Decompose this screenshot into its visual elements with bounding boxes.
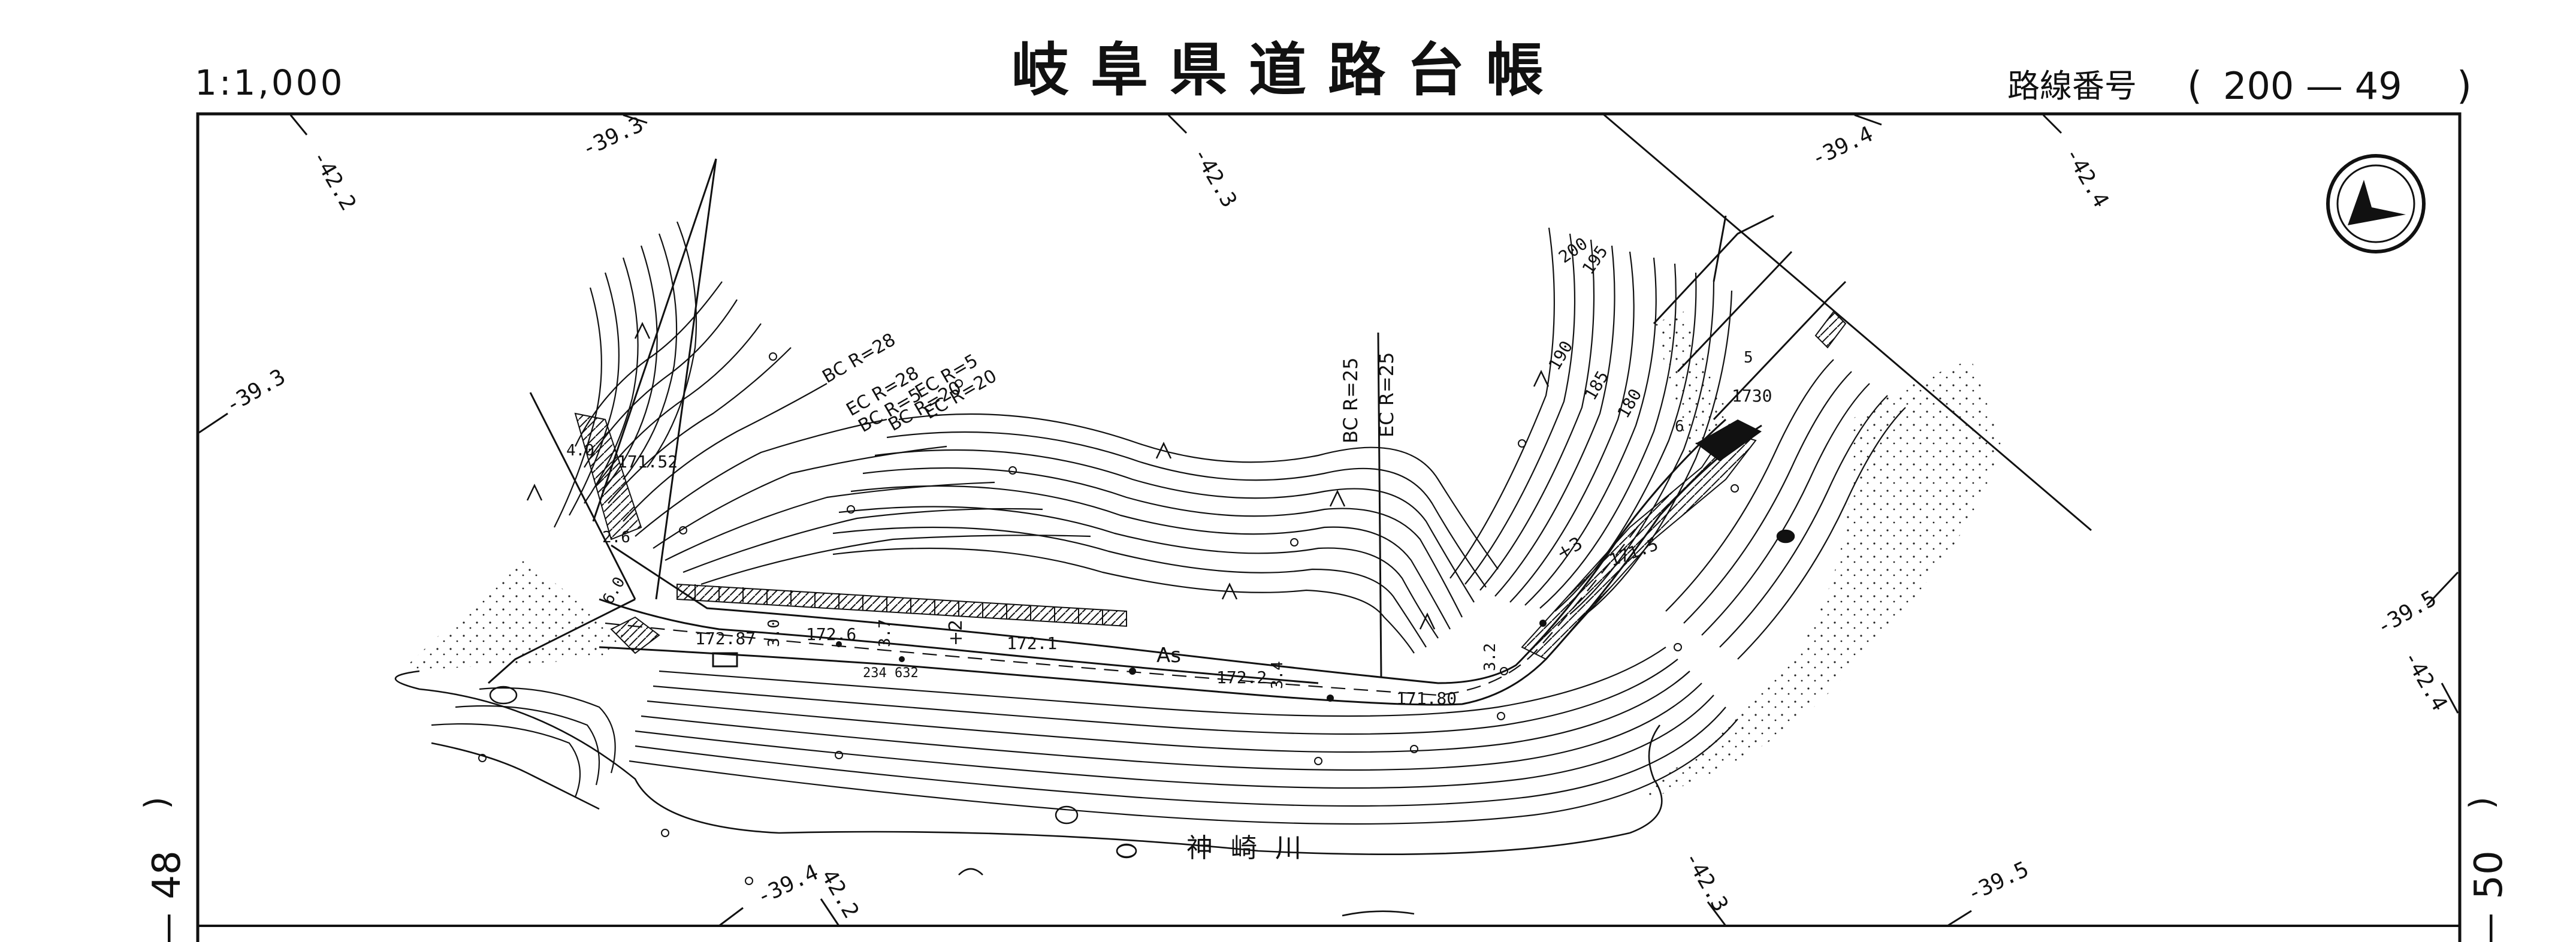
grid-label-bottom-3: -42.3	[1679, 847, 1733, 916]
left-wall-base	[610, 616, 660, 654]
contour-lines-right-hill	[1449, 227, 1733, 618]
right-sheet-paren: )	[2463, 796, 2500, 809]
right-sheet-dash: —	[2467, 913, 2511, 942]
left-sheet-paren: )	[138, 796, 176, 809]
river-rock	[1116, 844, 1137, 858]
dimension-5: 5	[1744, 349, 1753, 367]
elevation-172-87: 172.87	[695, 629, 756, 648]
north-arrow-icon	[2326, 154, 2426, 253]
gravel-area-upper	[1654, 312, 1738, 455]
contour-lines-left-hill	[575, 281, 1091, 585]
dimension-4-0: 4.0	[566, 442, 594, 460]
upper-wall	[1814, 310, 1847, 349]
grid-label-top-1: -42.2	[307, 146, 361, 215]
elevation-171-80: 171.80	[1396, 689, 1457, 708]
survey-boundary-lines	[488, 113, 2092, 684]
left-sheet-dash: —	[145, 913, 189, 942]
point-symbols	[478, 352, 1739, 885]
grid-label-top-4: -39.4	[1807, 122, 1877, 171]
dimension-6: 6	[1675, 418, 1684, 436]
dimension-2-6: 2.6	[602, 529, 630, 547]
coordinate-grid-ticks	[198, 114, 2459, 927]
route-number: 200 — 49	[2223, 64, 2402, 108]
rock-symbols	[489, 529, 1795, 859]
station-plus-2: +2	[946, 620, 967, 646]
scale-label: 1:1,000	[195, 62, 345, 103]
elevation-171-52: 171.52	[617, 452, 678, 472]
grid-label-left-1: -39.3	[221, 364, 289, 418]
right-wall-end	[1696, 419, 1762, 461]
upper-access-road	[1653, 215, 1847, 421]
grid-label-right-2: -42.4	[2398, 647, 2452, 715]
dimension-3-0: 3.0	[765, 619, 783, 647]
dimension-3-2: 3.2	[1481, 643, 1499, 671]
grid-label-bottom-4: -39.5	[1963, 857, 2033, 907]
dimension-3-7: 3.7	[876, 619, 894, 647]
river-name: 神 崎 川	[1186, 833, 1306, 864]
elevation-172-1: 172.1	[1007, 633, 1057, 653]
grid-label-top-5: -42.4	[2059, 143, 2113, 212]
road-surface-label: As	[1156, 644, 1181, 668]
dimension-3-4: 3.4	[1269, 661, 1287, 689]
gravel-area-right	[1642, 360, 2001, 797]
map-frame	[196, 112, 2462, 942]
grid-label-top-2: -39.3	[578, 112, 647, 162]
curve-label-bc-r25: BC R=25	[1339, 357, 1362, 443]
grid-label-top-3: -42.3	[1188, 143, 1242, 212]
route-open-paren: (	[2187, 64, 2202, 108]
elevation-172-6: 172.6	[806, 624, 856, 644]
station-plus-3: +3	[1553, 533, 1587, 564]
map-title: 岐阜県道路台帳	[1011, 37, 1565, 104]
elevation-172-2: 172.2	[1216, 668, 1267, 687]
right-retaining-strip	[1521, 430, 1757, 660]
contour-lines-middle-slope	[832, 413, 1499, 654]
contour-lines-river-bank	[431, 359, 1906, 825]
grid-label-right-1: -39.5	[2372, 586, 2441, 640]
culvert-marks	[712, 620, 1547, 702]
grid-label-bottom-1: -39.4	[753, 860, 822, 910]
curve-label-ec-r25: EC R=25	[1375, 352, 1398, 438]
marker-number: 234 632	[863, 666, 919, 681]
retaining-wall	[677, 583, 1127, 627]
route-label: 路線番号	[2007, 67, 2137, 105]
route-close-paren: )	[2457, 64, 2472, 108]
left-retaining-block	[574, 412, 642, 541]
grid-label-bottom-2: 42.2	[816, 865, 863, 923]
contour-190: 190	[1544, 337, 1577, 373]
gravel-area-left	[407, 557, 623, 670]
right-sheet-number: 50	[2467, 850, 2511, 899]
river-outline	[395, 670, 1663, 917]
vegetation-symbols	[526, 322, 1550, 630]
left-sheet-number: 48	[145, 850, 189, 899]
contour-lines-left-ridge	[554, 221, 697, 528]
retaining-wall-ticks	[694, 584, 1103, 625]
elevation-1730: 1730	[1732, 386, 1772, 406]
